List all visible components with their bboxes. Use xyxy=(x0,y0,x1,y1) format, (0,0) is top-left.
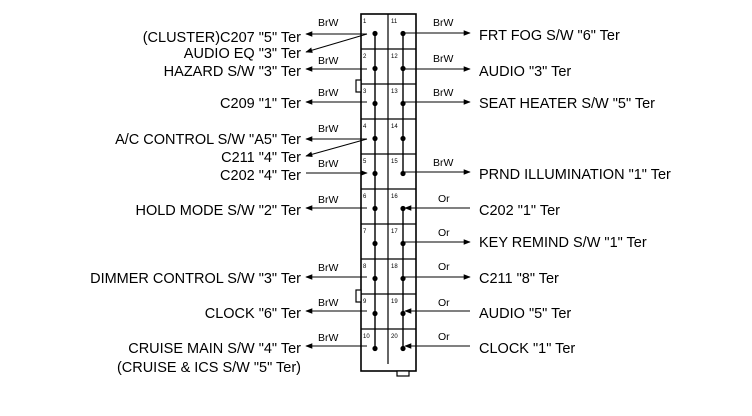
pin-numbers: 1 2 3 4 5 6 7 8 9 10 11 12 13 14 15 16 1… xyxy=(363,19,398,340)
right-label: AUDIO "3" Ter xyxy=(479,64,571,80)
pin-number: 1 xyxy=(363,19,367,25)
wire-color-label: Or xyxy=(438,227,450,239)
pin-number: 13 xyxy=(391,89,398,95)
wire-color-label: Or xyxy=(438,193,450,205)
right-label: C202 "1" Ter xyxy=(479,203,560,219)
wire-color-label: BrW xyxy=(318,55,339,67)
right-label: SEAT HEATER S/W "5" Ter xyxy=(479,96,655,112)
pin-number: 8 xyxy=(363,264,367,270)
pin-number: 7 xyxy=(363,229,367,235)
wire-color-label: BrW xyxy=(318,87,339,99)
wire-arrow xyxy=(305,138,368,158)
connector: 1 2 3 4 5 6 7 8 9 10 11 12 13 14 15 16 1… xyxy=(355,13,417,377)
left-label: AUDIO EQ "3" Ter xyxy=(184,46,301,62)
pin-number: 11 xyxy=(391,19,398,25)
pin-number: 19 xyxy=(391,299,398,305)
wire-color-label: Or xyxy=(438,331,450,343)
wire-arrow xyxy=(305,33,368,53)
left-labels: (CLUSTER)C207 "5" Ter AUDIO EQ "3" Ter H… xyxy=(90,30,301,376)
right-wire-colors: BrW BrW BrW BrW Or Or Or Or Or xyxy=(433,17,454,343)
pin-number: 17 xyxy=(391,229,398,235)
left-label: DIMMER CONTROL S/W "3" Ter xyxy=(90,271,301,287)
wire-color-label: BrW xyxy=(433,17,454,29)
wire-color-label: BrW xyxy=(318,158,339,170)
internal-bus xyxy=(374,33,404,348)
pin-number: 2 xyxy=(363,54,367,60)
wire-color-label: BrW xyxy=(433,87,454,99)
wire-color-label: Or xyxy=(438,297,450,309)
left-wire-colors: BrW BrW BrW BrW BrW BrW BrW BrW BrW xyxy=(318,17,339,344)
wire-color-label: BrW xyxy=(318,297,339,309)
right-arrows xyxy=(402,30,471,349)
left-label: A/C CONTROL S/W "A5" Ter xyxy=(115,132,301,148)
left-label: CLOCK "6" Ter xyxy=(205,306,301,322)
wire-color-label: BrW xyxy=(318,262,339,274)
left-label: C209 "1" Ter xyxy=(220,96,301,112)
left-label: C202 "4" Ter xyxy=(220,168,301,184)
pin-number: 5 xyxy=(363,159,367,165)
wire-color-label: BrW xyxy=(433,157,454,169)
wire-color-label: BrW xyxy=(318,194,339,206)
left-label: HOLD MODE S/W "2" Ter xyxy=(135,203,301,219)
right-labels: FRT FOG S/W "6" Ter AUDIO "3" Ter SEAT H… xyxy=(479,28,671,357)
connector-tab-bottom xyxy=(396,370,410,377)
wire-color-label: Or xyxy=(438,261,450,273)
left-label: HAZARD S/W "3" Ter xyxy=(164,64,301,80)
wire-color-label: BrW xyxy=(318,17,339,29)
right-label: FRT FOG S/W "6" Ter xyxy=(479,28,620,44)
left-arrows xyxy=(305,31,368,349)
left-label: CRUISE MAIN S/W "4" Ter xyxy=(128,341,301,357)
right-label: AUDIO "5" Ter xyxy=(479,306,571,322)
pin-number: 10 xyxy=(363,334,370,340)
left-label: C211 "4" Ter xyxy=(221,150,301,166)
right-label: CLOCK "1" Ter xyxy=(479,341,575,357)
wire-color-label: BrW xyxy=(318,332,339,344)
pin-dot xyxy=(372,345,378,352)
pin-number: 18 xyxy=(391,264,398,270)
pin-number: 16 xyxy=(391,194,398,200)
right-label: KEY REMIND S/W "1" Ter xyxy=(479,235,647,251)
pin-number: 6 xyxy=(363,194,367,200)
left-label: (CRUISE & ICS S/W "5" Ter) xyxy=(117,360,301,376)
pin-number: 9 xyxy=(363,299,367,305)
connector-latch-bottom xyxy=(355,289,362,303)
connector-latch-top xyxy=(355,79,362,93)
pin-number: 3 xyxy=(363,89,367,95)
pin-number: 12 xyxy=(391,54,398,60)
pin-number: 15 xyxy=(391,159,398,165)
right-label: C211 "8" Ter xyxy=(479,271,559,287)
left-label: (CLUSTER)C207 "5" Ter xyxy=(143,30,301,46)
pin-number: 20 xyxy=(391,334,398,340)
wire-color-label: BrW xyxy=(433,53,454,65)
wire-color-label: BrW xyxy=(318,123,339,135)
right-label: PRND ILLUMINATION "1" Ter xyxy=(479,167,671,183)
pin-number: 14 xyxy=(391,124,398,130)
pin-number: 4 xyxy=(363,124,367,130)
